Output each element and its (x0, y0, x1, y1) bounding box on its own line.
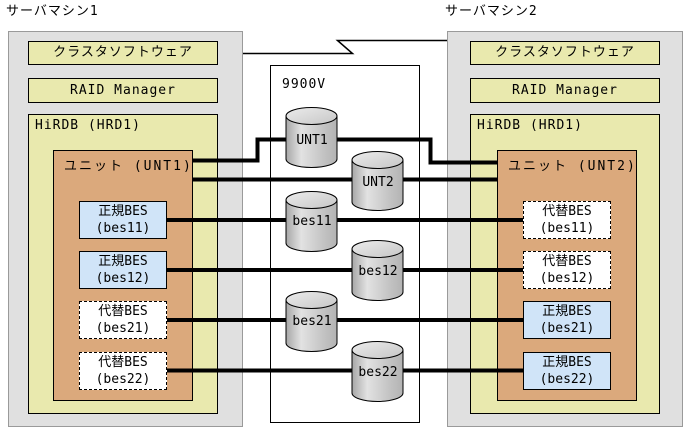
bes-role: 正規BES (98, 254, 148, 269)
server2-bes12-box: 代替BES (bes12) (523, 251, 611, 289)
server2-raid-manager-box: RAID Manager (470, 78, 660, 103)
server1-bes22-box: 代替BES (bes22) (79, 352, 167, 390)
server2-cluster-software-box: クラスタソフトウェア (470, 41, 660, 65)
server1-unit-label: ユニット (UNT1) (64, 159, 193, 174)
server1-title: サーバマシン1 (6, 4, 99, 19)
bes-name: (bes22) (95, 372, 151, 387)
server2-title: サーバマシン2 (445, 4, 538, 19)
bes-role: 代替BES (98, 304, 148, 319)
bes-role: 代替BES (98, 355, 148, 370)
server1-bes21-box: 代替BES (bes21) (79, 301, 167, 339)
bes-name: (bes12) (95, 271, 151, 286)
bes-role: 代替BES (542, 204, 592, 219)
bes-role: 代替BES (542, 254, 592, 269)
server1-raid-manager-box: RAID Manager (28, 78, 218, 103)
server1-bes12-box: 正規BES (bes12) (79, 251, 167, 289)
bes-role: 正規BES (98, 204, 148, 219)
bes-name: (bes11) (539, 221, 595, 236)
bes-name: (bes21) (539, 321, 595, 336)
bes-name: (bes12) (539, 271, 595, 286)
server2-bes22-box: 正規BES (bes22) (523, 352, 611, 390)
server2-hirdb-box: HiRDB (HRD1) ユニット (UNT2) 代替BES (bes11) 代… (470, 114, 660, 414)
server1-box: クラスタソフトウェア RAID Manager HiRDB (HRD1) ユニッ… (8, 31, 243, 427)
server2-bes21-box: 正規BES (bes21) (523, 301, 611, 339)
server1-cluster-software-box: クラスタソフトウェア (28, 41, 218, 65)
bes-name: (bes21) (95, 321, 151, 336)
server2-bes11-box: 代替BES (bes11) (523, 201, 611, 239)
server2-unit-label: ユニット (UNT2) (508, 159, 637, 174)
bes-name: (bes11) (95, 221, 151, 236)
server2-hirdb-label: HiRDB (HRD1) (477, 118, 583, 133)
server2-unit-box: ユニット (UNT2) 代替BES (bes11) 代替BES (bes12) … (497, 150, 637, 401)
bes-name: (bes22) (539, 372, 595, 387)
server1-hirdb-label: HiRDB (HRD1) (35, 118, 141, 133)
server2-box: クラスタソフトウェア RAID Manager HiRDB (HRD1) ユニッ… (447, 31, 683, 427)
network-link-line (243, 39, 447, 55)
server1-hirdb-box: HiRDB (HRD1) ユニット (UNT1) 正規BES (bes11) 正… (28, 114, 218, 414)
storage-9900v-label: 9900V (282, 77, 327, 92)
storage-9900v-box: 9900V (270, 65, 420, 423)
bes-role: 正規BES (542, 355, 592, 370)
server1-unit-box: ユニット (UNT1) 正規BES (bes11) 正規BES (bes12) … (53, 150, 193, 401)
server1-bes11-box: 正規BES (bes11) (79, 201, 167, 239)
bes-role: 正規BES (542, 304, 592, 319)
